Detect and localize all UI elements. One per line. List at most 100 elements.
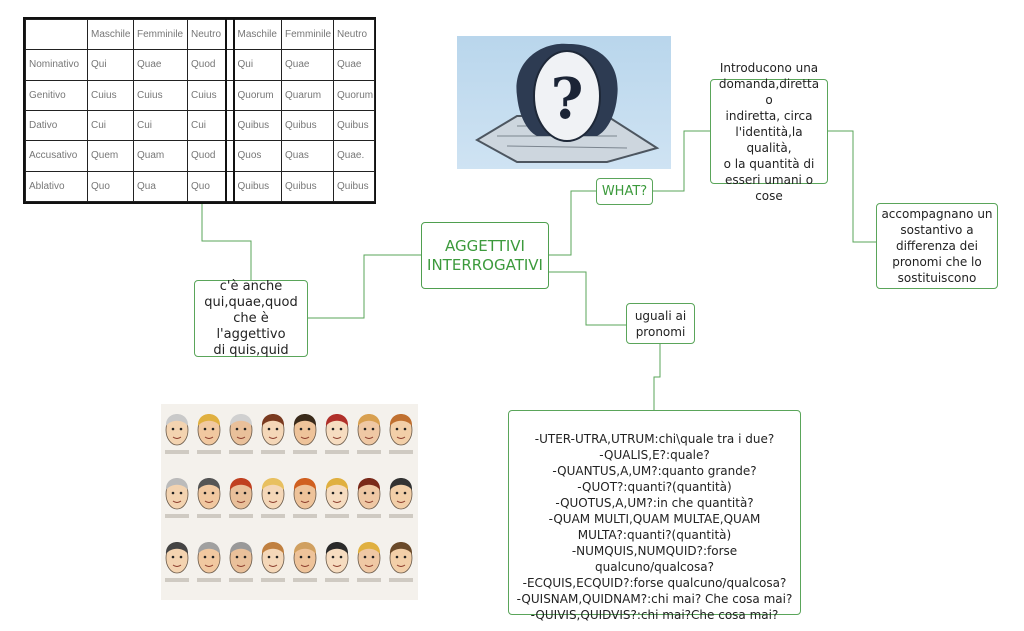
cartoon-face-icon: [325, 542, 349, 582]
table-cell: Quibus: [281, 109, 334, 142]
question-head-icon: ?: [474, 43, 660, 163]
accompany-node[interactable]: accompagnano un sostantivo a differenza …: [876, 203, 998, 289]
central-topic-node[interactable]: AGGETTIVI INTERROGATIVI: [421, 222, 549, 289]
svg-text:?: ?: [551, 66, 584, 132]
table-separator-cell: [224, 170, 235, 203]
table-cell: Accusativo: [25, 140, 88, 172]
table-cell: Cuius: [133, 79, 188, 111]
connector-table-qui: [201, 204, 252, 280]
qui-quae-quod-label: c'è anche qui,quae,quod che è l'aggettiv…: [204, 278, 298, 358]
cartoon-face-icon: [261, 542, 285, 582]
table-cell: Cui: [133, 109, 188, 142]
cartoon-face-icon: [293, 414, 317, 454]
table-separator-cell: [224, 109, 235, 142]
table-cell: Quem: [87, 140, 134, 172]
connector-what-intro: [653, 130, 710, 192]
table-cell: Quibus: [233, 109, 282, 142]
table-cell: Quae: [133, 49, 188, 81]
table-cell: Neutro: [333, 18, 375, 51]
table-cell: Qui: [233, 49, 282, 81]
connector-uguali-list: [653, 342, 661, 410]
table-cell: Genitivo: [25, 79, 88, 111]
table-cell: [25, 18, 88, 51]
table-cell: Quam: [133, 140, 188, 172]
table-cell: Maschile: [87, 18, 134, 51]
table-separator-cell: [224, 79, 235, 111]
cartoon-face-icon: [325, 478, 349, 518]
connector-central-uguali: [549, 271, 626, 326]
table-cell: Quorum: [333, 79, 375, 111]
table-cell: Quorum: [233, 79, 282, 111]
table-cell: Cuius: [187, 79, 226, 111]
table-cell: Qui: [87, 49, 134, 81]
intro-label: Introducono una domanda,diretta o indire…: [718, 60, 820, 203]
table-cell: Quibus: [233, 170, 282, 203]
table-cell: Quae: [333, 49, 375, 81]
cartoon-face-icon: [261, 414, 285, 454]
cartoon-face-icon: [293, 478, 317, 518]
qui-quae-quod-node[interactable]: c'è anche qui,quae,quod che è l'aggettiv…: [194, 278, 308, 358]
accompany-label: accompagnano un sostantivo a differenza …: [881, 207, 993, 285]
table-cell: Maschile: [233, 18, 282, 51]
cartoon-face-icon: [389, 414, 413, 454]
connector-central-what: [549, 190, 596, 256]
interrogative-list-label: -UTER-UTRA,UTRUM:chi\quale tra i due? -Q…: [516, 432, 793, 622]
table-cell: Quod: [187, 49, 226, 81]
table-cell: Femminile: [133, 18, 188, 51]
cartoon-face-icon: [197, 542, 221, 582]
table-separator-cell: [224, 140, 235, 172]
table-cell: Cui: [187, 109, 226, 142]
cartoon-face-icon: [197, 478, 221, 518]
table-cell: Neutro: [187, 18, 226, 51]
uguali-node[interactable]: uguali ai pronomi: [626, 303, 695, 344]
table-cell: Quo: [87, 170, 134, 203]
uguali-label: uguali ai pronomi: [634, 308, 687, 339]
what-node[interactable]: WHAT?: [596, 178, 653, 205]
central-topic-label: AGGETTIVI INTERROGATIVI: [427, 236, 543, 274]
cartoon-face-icon: [325, 414, 349, 454]
cartoon-face-icon: [357, 542, 381, 582]
cartoon-face-icon: [229, 414, 253, 454]
table-cell: Quae: [281, 49, 334, 81]
table-cell: Qua: [133, 170, 188, 203]
cartoon-face-icon: [357, 414, 381, 454]
what-label: WHAT?: [601, 183, 648, 199]
cartoon-face-icon: [197, 414, 221, 454]
table-cell: Ablativo: [25, 170, 88, 203]
table-cell: Quas: [281, 140, 334, 172]
table-cell: Quos: [233, 140, 282, 172]
intro-node[interactable]: Introducono una domanda,diretta o indire…: [710, 61, 828, 203]
table-cell: Femminile: [281, 18, 334, 51]
cartoon-face-icon: [165, 542, 189, 582]
table-separator-cell: [224, 18, 235, 51]
cartoon-face-icon: [229, 542, 253, 582]
table-cell: Quibus: [333, 109, 375, 142]
cartoon-face-icon: [229, 478, 253, 518]
table-separator-cell: [224, 49, 235, 81]
table-cell: Quibus: [281, 170, 334, 203]
cartoon-face-icon: [165, 414, 189, 454]
table-cell: Quarum: [281, 79, 334, 111]
cartoon-faces-image: [161, 404, 418, 600]
interrogative-list-node[interactable]: -UTER-UTRA,UTRUM:chi\quale tra i due? -Q…: [508, 410, 801, 622]
table-cell: Quae.: [333, 140, 375, 172]
table-cell: Quibus: [333, 170, 375, 203]
table-cell: Dativo: [25, 109, 88, 142]
table-cell: Quo: [187, 170, 226, 203]
connector-central-qui: [308, 254, 421, 319]
cartoon-face-icon: [389, 478, 413, 518]
table-cell: Nominativo: [25, 49, 88, 81]
question-head-image: ?: [457, 36, 671, 169]
cartoon-face-icon: [389, 542, 413, 582]
table-cell: Cui: [87, 109, 134, 142]
cartoon-faces-icon: [165, 414, 413, 582]
table-cell: Cuius: [87, 79, 134, 111]
